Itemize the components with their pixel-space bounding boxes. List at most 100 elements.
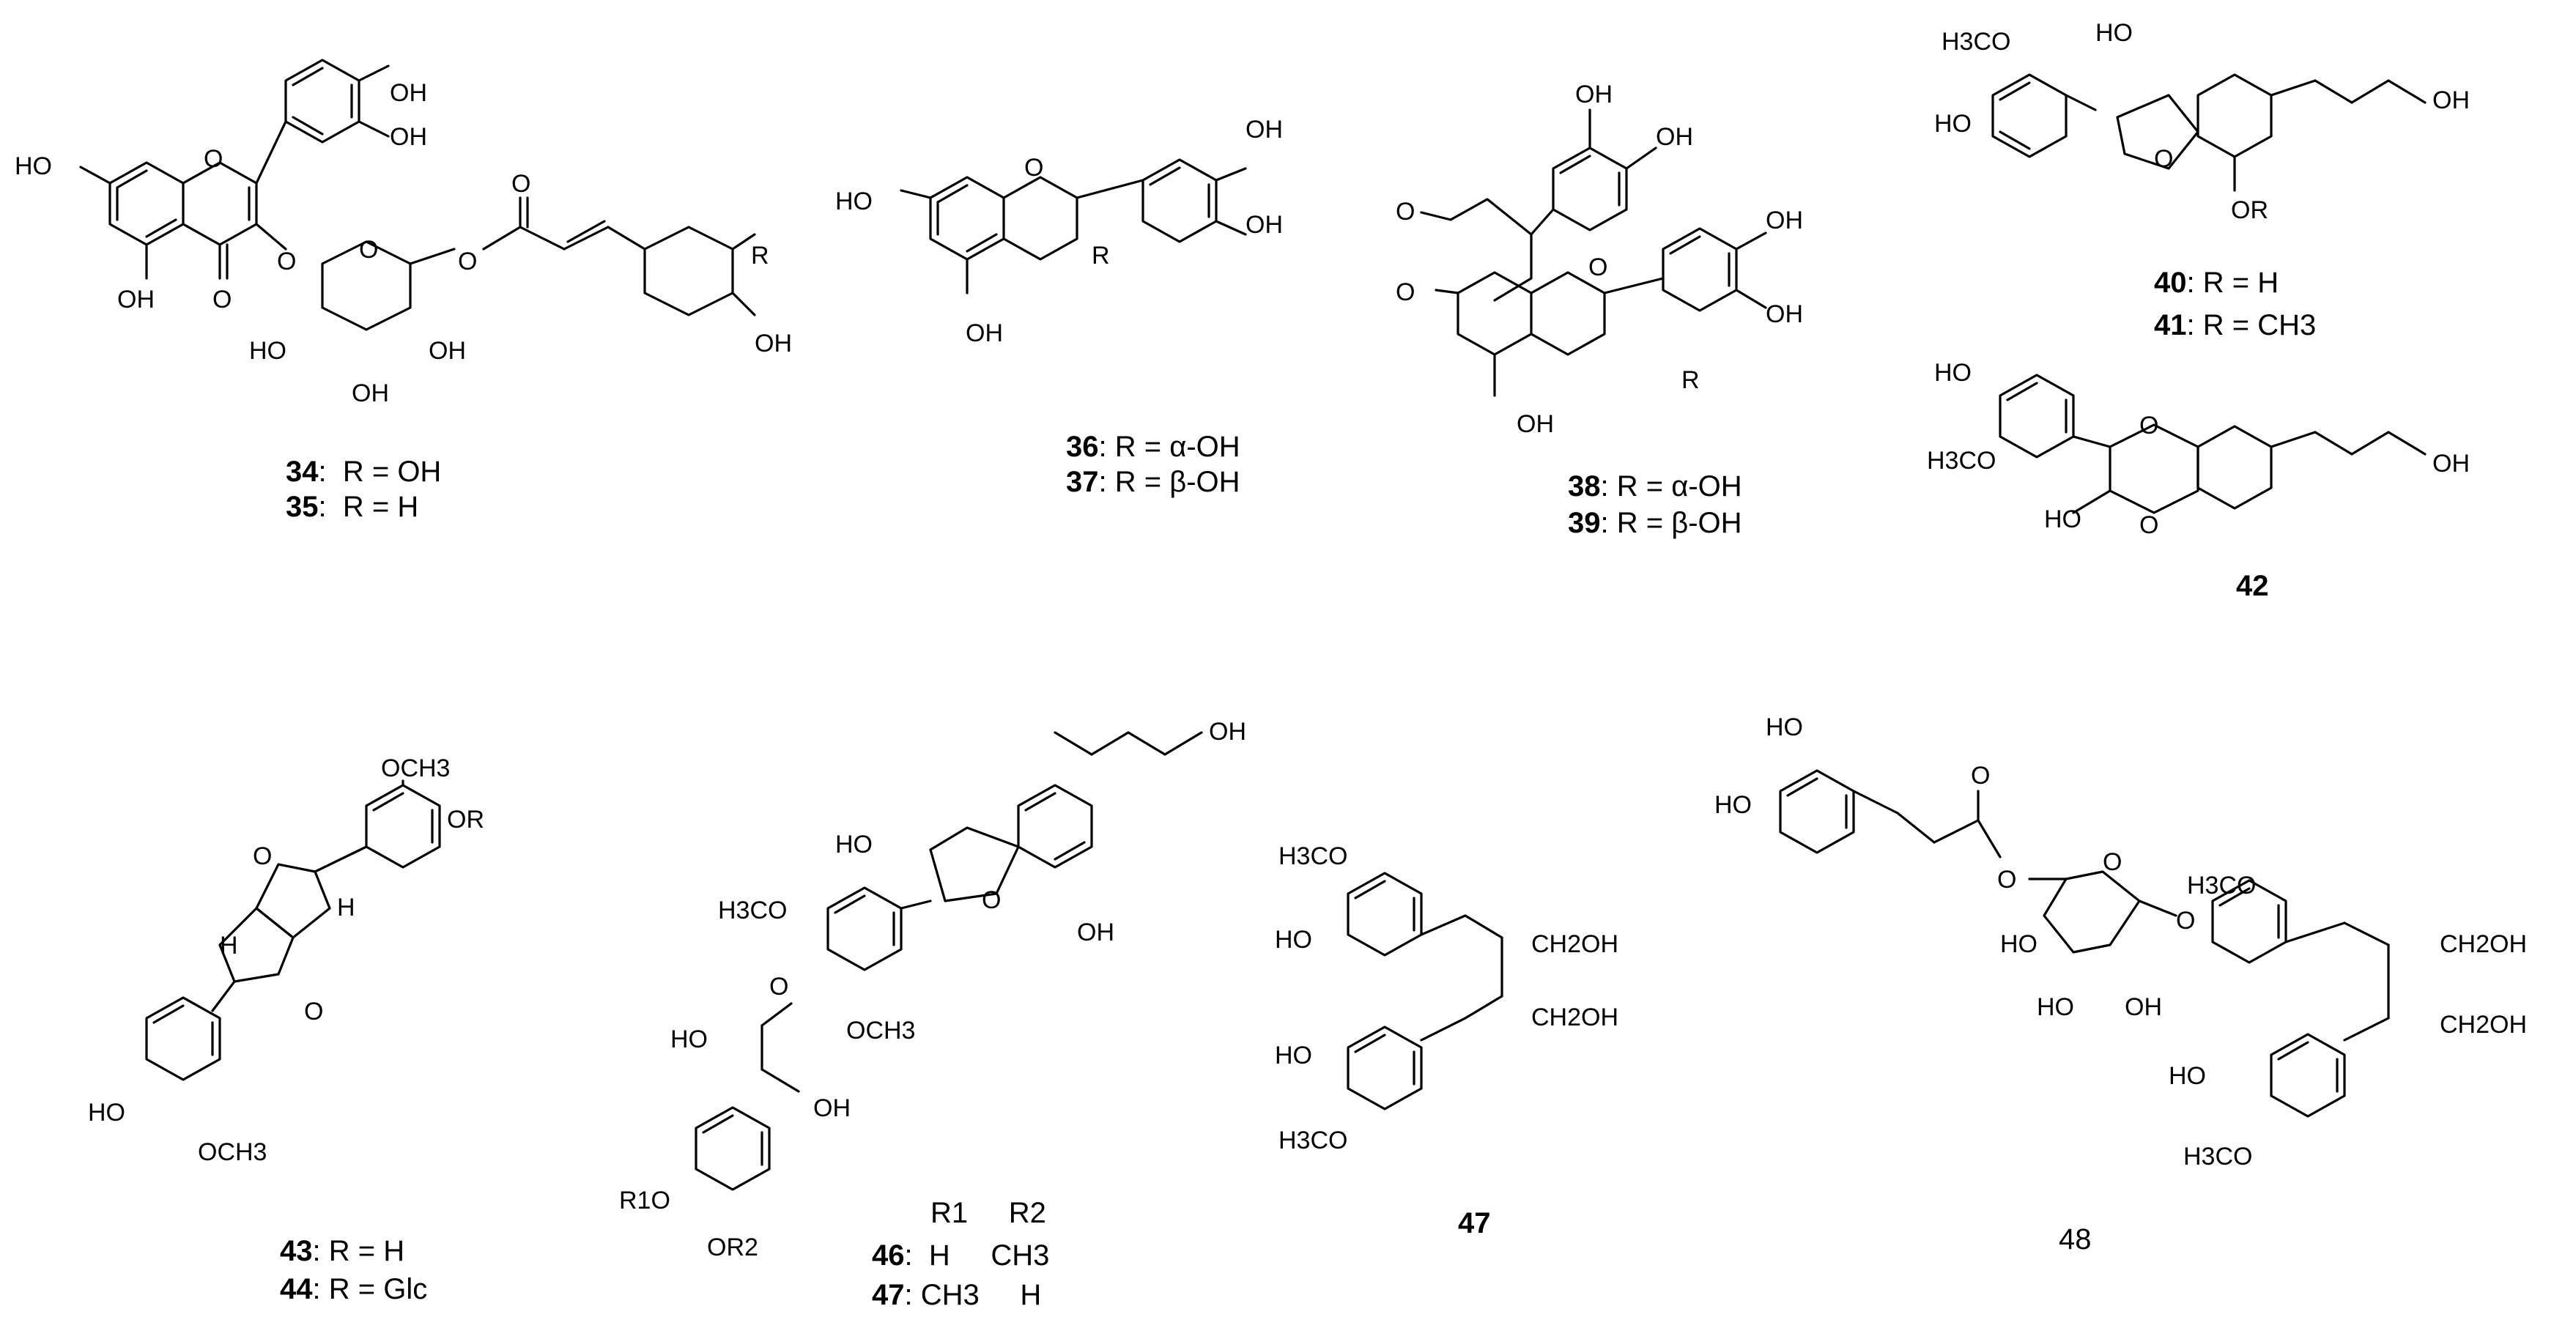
atom-label: OH xyxy=(1246,116,1283,144)
r-header: R1 R2 xyxy=(930,1197,1046,1229)
caption-37: 37: R = β-OH xyxy=(1066,466,1240,498)
caption-41: 41: R = CH3 xyxy=(2154,309,2317,341)
atom-label: O xyxy=(458,248,477,275)
atom-label: O xyxy=(212,286,232,314)
atom-label: HO xyxy=(249,337,286,365)
atom-label: O xyxy=(304,998,323,1025)
caption-42: 42 xyxy=(2236,570,2269,602)
atom-label: O xyxy=(2176,907,2195,935)
atom-label: O xyxy=(769,973,788,1001)
atom-label: O xyxy=(982,886,1001,914)
caption-47b: 47: CH3 H xyxy=(872,1279,1042,1311)
atom-label: R xyxy=(1681,366,1700,394)
atom-label: HO xyxy=(835,831,873,858)
atom-label: CH2OH xyxy=(1531,1004,1618,1031)
caption-39: 39: R = β-OH xyxy=(1568,507,1742,539)
atom-label: O xyxy=(1024,154,1043,182)
atom-label: OH xyxy=(966,319,1003,347)
structure-46: OH HO H3CO O OH OCH3 O HO OH R1O OR2 xyxy=(619,718,1246,1261)
atom-label: R xyxy=(751,242,769,270)
caption-48: 48 xyxy=(2059,1223,2092,1255)
atom-label: H3CO xyxy=(1927,447,1996,475)
structure-48: HO HO O O O O H3CO HO HO OH CH2OH CH2OH … xyxy=(1714,713,2527,1171)
atom-label: O xyxy=(2103,848,2122,876)
atom-label: HO xyxy=(2037,993,2074,1021)
atom-label: OH xyxy=(1766,300,1803,328)
atom-label: O xyxy=(277,248,296,275)
atom-label: OH xyxy=(1209,718,1246,746)
atom-label: OCH3 xyxy=(381,754,450,782)
atom-label: OR2 xyxy=(707,1234,758,1261)
atom-label: OH xyxy=(1517,410,1554,438)
atom-label: O xyxy=(2139,511,2158,539)
structure-38: OH OH O O O OH R OH OH xyxy=(1396,81,1803,438)
atom-label: OH xyxy=(1246,211,1283,239)
atom-label: HO xyxy=(2169,1062,2206,1090)
atom-label: OCH3 xyxy=(846,1017,915,1045)
atom-label: HO xyxy=(2044,505,2081,533)
atom-label: HO xyxy=(670,1025,708,1053)
atom-label: O xyxy=(253,842,272,870)
structure-42: HO H3CO O O OH HO xyxy=(1927,359,2470,539)
structure-43: OCH3 OR O O H H HO OCH3 xyxy=(88,754,484,1166)
atom-label: H xyxy=(337,894,355,921)
atom-label: OH xyxy=(2125,993,2162,1021)
atom-label: OH xyxy=(2432,450,2470,478)
atom-label: HO xyxy=(2000,930,2038,958)
atom-label: OH xyxy=(352,379,389,407)
atom-label: O xyxy=(2154,145,2173,173)
atom-label: HO xyxy=(2095,19,2133,47)
atom-label: OH xyxy=(429,337,466,365)
atom-label: OH xyxy=(117,286,155,314)
atom-label: O xyxy=(1971,762,1990,790)
atom-label: OH xyxy=(1575,81,1613,108)
caption-43: 43: R = H xyxy=(280,1235,405,1267)
atom-label: O xyxy=(1396,198,1415,226)
caption-47: 47 xyxy=(1458,1207,1491,1239)
atom-label: H3CO xyxy=(1278,842,1347,870)
atom-label: OH xyxy=(2432,86,2470,114)
atom-label: OR xyxy=(2231,196,2268,224)
caption-46: 46: H CH3 xyxy=(872,1239,1050,1272)
atom-label: O xyxy=(511,170,530,198)
atom-label: H3CO xyxy=(1278,1127,1347,1154)
atom-label: OH xyxy=(813,1094,851,1122)
atom-label: OCH3 xyxy=(198,1138,267,1166)
structure-47: H3CO HO CH2OH CH2OH HO H3CO xyxy=(1275,842,1618,1154)
atom-label: O xyxy=(204,145,223,173)
caption-34: 34: R = OH xyxy=(286,456,442,488)
atom-label: OH xyxy=(1077,919,1114,946)
atom-label: OH xyxy=(390,123,427,151)
atom-label: HO xyxy=(1275,926,1312,954)
atom-label: O xyxy=(1997,866,2016,894)
atom-label: HO xyxy=(1934,359,1972,387)
atom-label: CH2OH xyxy=(2440,930,2527,958)
caption-36: 36: R = α-OH xyxy=(1066,431,1240,463)
atom-label: HO xyxy=(1766,713,1803,741)
structure-40: H3CO HO HO O OH OR xyxy=(1934,19,2470,224)
atom-label: HO xyxy=(15,152,52,180)
atom-label: O xyxy=(1588,253,1607,281)
atom-label: H3CO xyxy=(2183,1143,2252,1171)
atom-label: CH2OH xyxy=(1531,930,1618,958)
atom-label: H3CO xyxy=(1942,28,2010,56)
atom-label: O xyxy=(359,236,378,264)
atom-label: O xyxy=(2139,412,2158,439)
atom-label: HO xyxy=(1934,110,1972,138)
atom-label: R1O xyxy=(619,1187,670,1214)
atom-label: OH xyxy=(1766,207,1803,234)
atom-label: OH xyxy=(390,79,427,107)
atom-label: H3CO xyxy=(718,897,787,924)
atom-label: HO xyxy=(88,1099,125,1127)
atom-label: O xyxy=(1396,278,1415,306)
caption-38: 38: R = α-OH xyxy=(1568,470,1742,502)
atom-label: HO xyxy=(1275,1042,1312,1069)
atom-label: OR xyxy=(447,806,484,834)
atom-label: CH2OH xyxy=(2440,1011,2527,1039)
structure-34: OH OH O HO OH O O O O O R xyxy=(15,59,792,407)
caption-35: 35: R = H xyxy=(286,491,419,523)
atom-label: HO xyxy=(1714,791,1752,819)
atom-label: OH xyxy=(755,330,792,357)
